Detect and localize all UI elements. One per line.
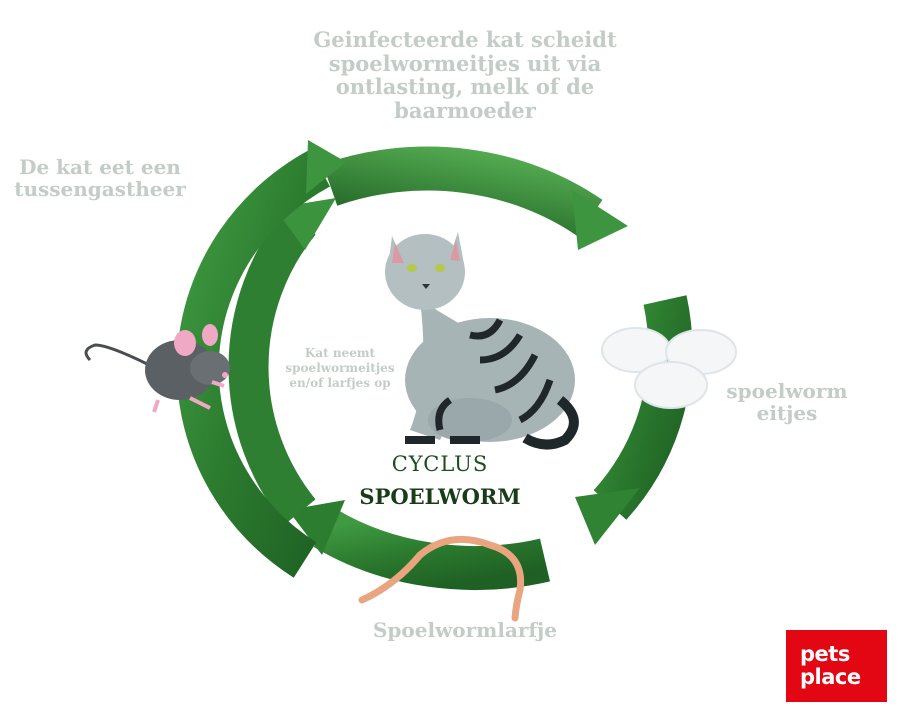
step-label-intermediate-host: De kat eet een tussengastheer [14, 155, 186, 202]
diagram-title-line1: CYCLUS [391, 452, 489, 476]
diagram-title-line2: SPOELWORM [359, 484, 521, 509]
step-label-eggs: spoelworm eitjes [726, 379, 848, 426]
step-label-shedding: Geinfecteerde kat scheidt spoelwormeitje… [313, 27, 617, 123]
mouse-icon [84, 324, 230, 413]
logo-line2: place [800, 665, 861, 689]
egg-icon [601, 327, 737, 409]
arrow-top-right [322, 146, 628, 250]
logo-line1: pets [800, 642, 850, 666]
arrow-right-down [575, 295, 693, 545]
larva-icon [358, 535, 525, 622]
step-label-ingestion: Kat neemt spoelwormeitjes en/of larfjes … [285, 346, 395, 390]
step-label-larva: Spoelwormlarfje [372, 618, 557, 642]
petsplace-logo: pets place [786, 630, 887, 702]
cat-icon [385, 232, 579, 450]
